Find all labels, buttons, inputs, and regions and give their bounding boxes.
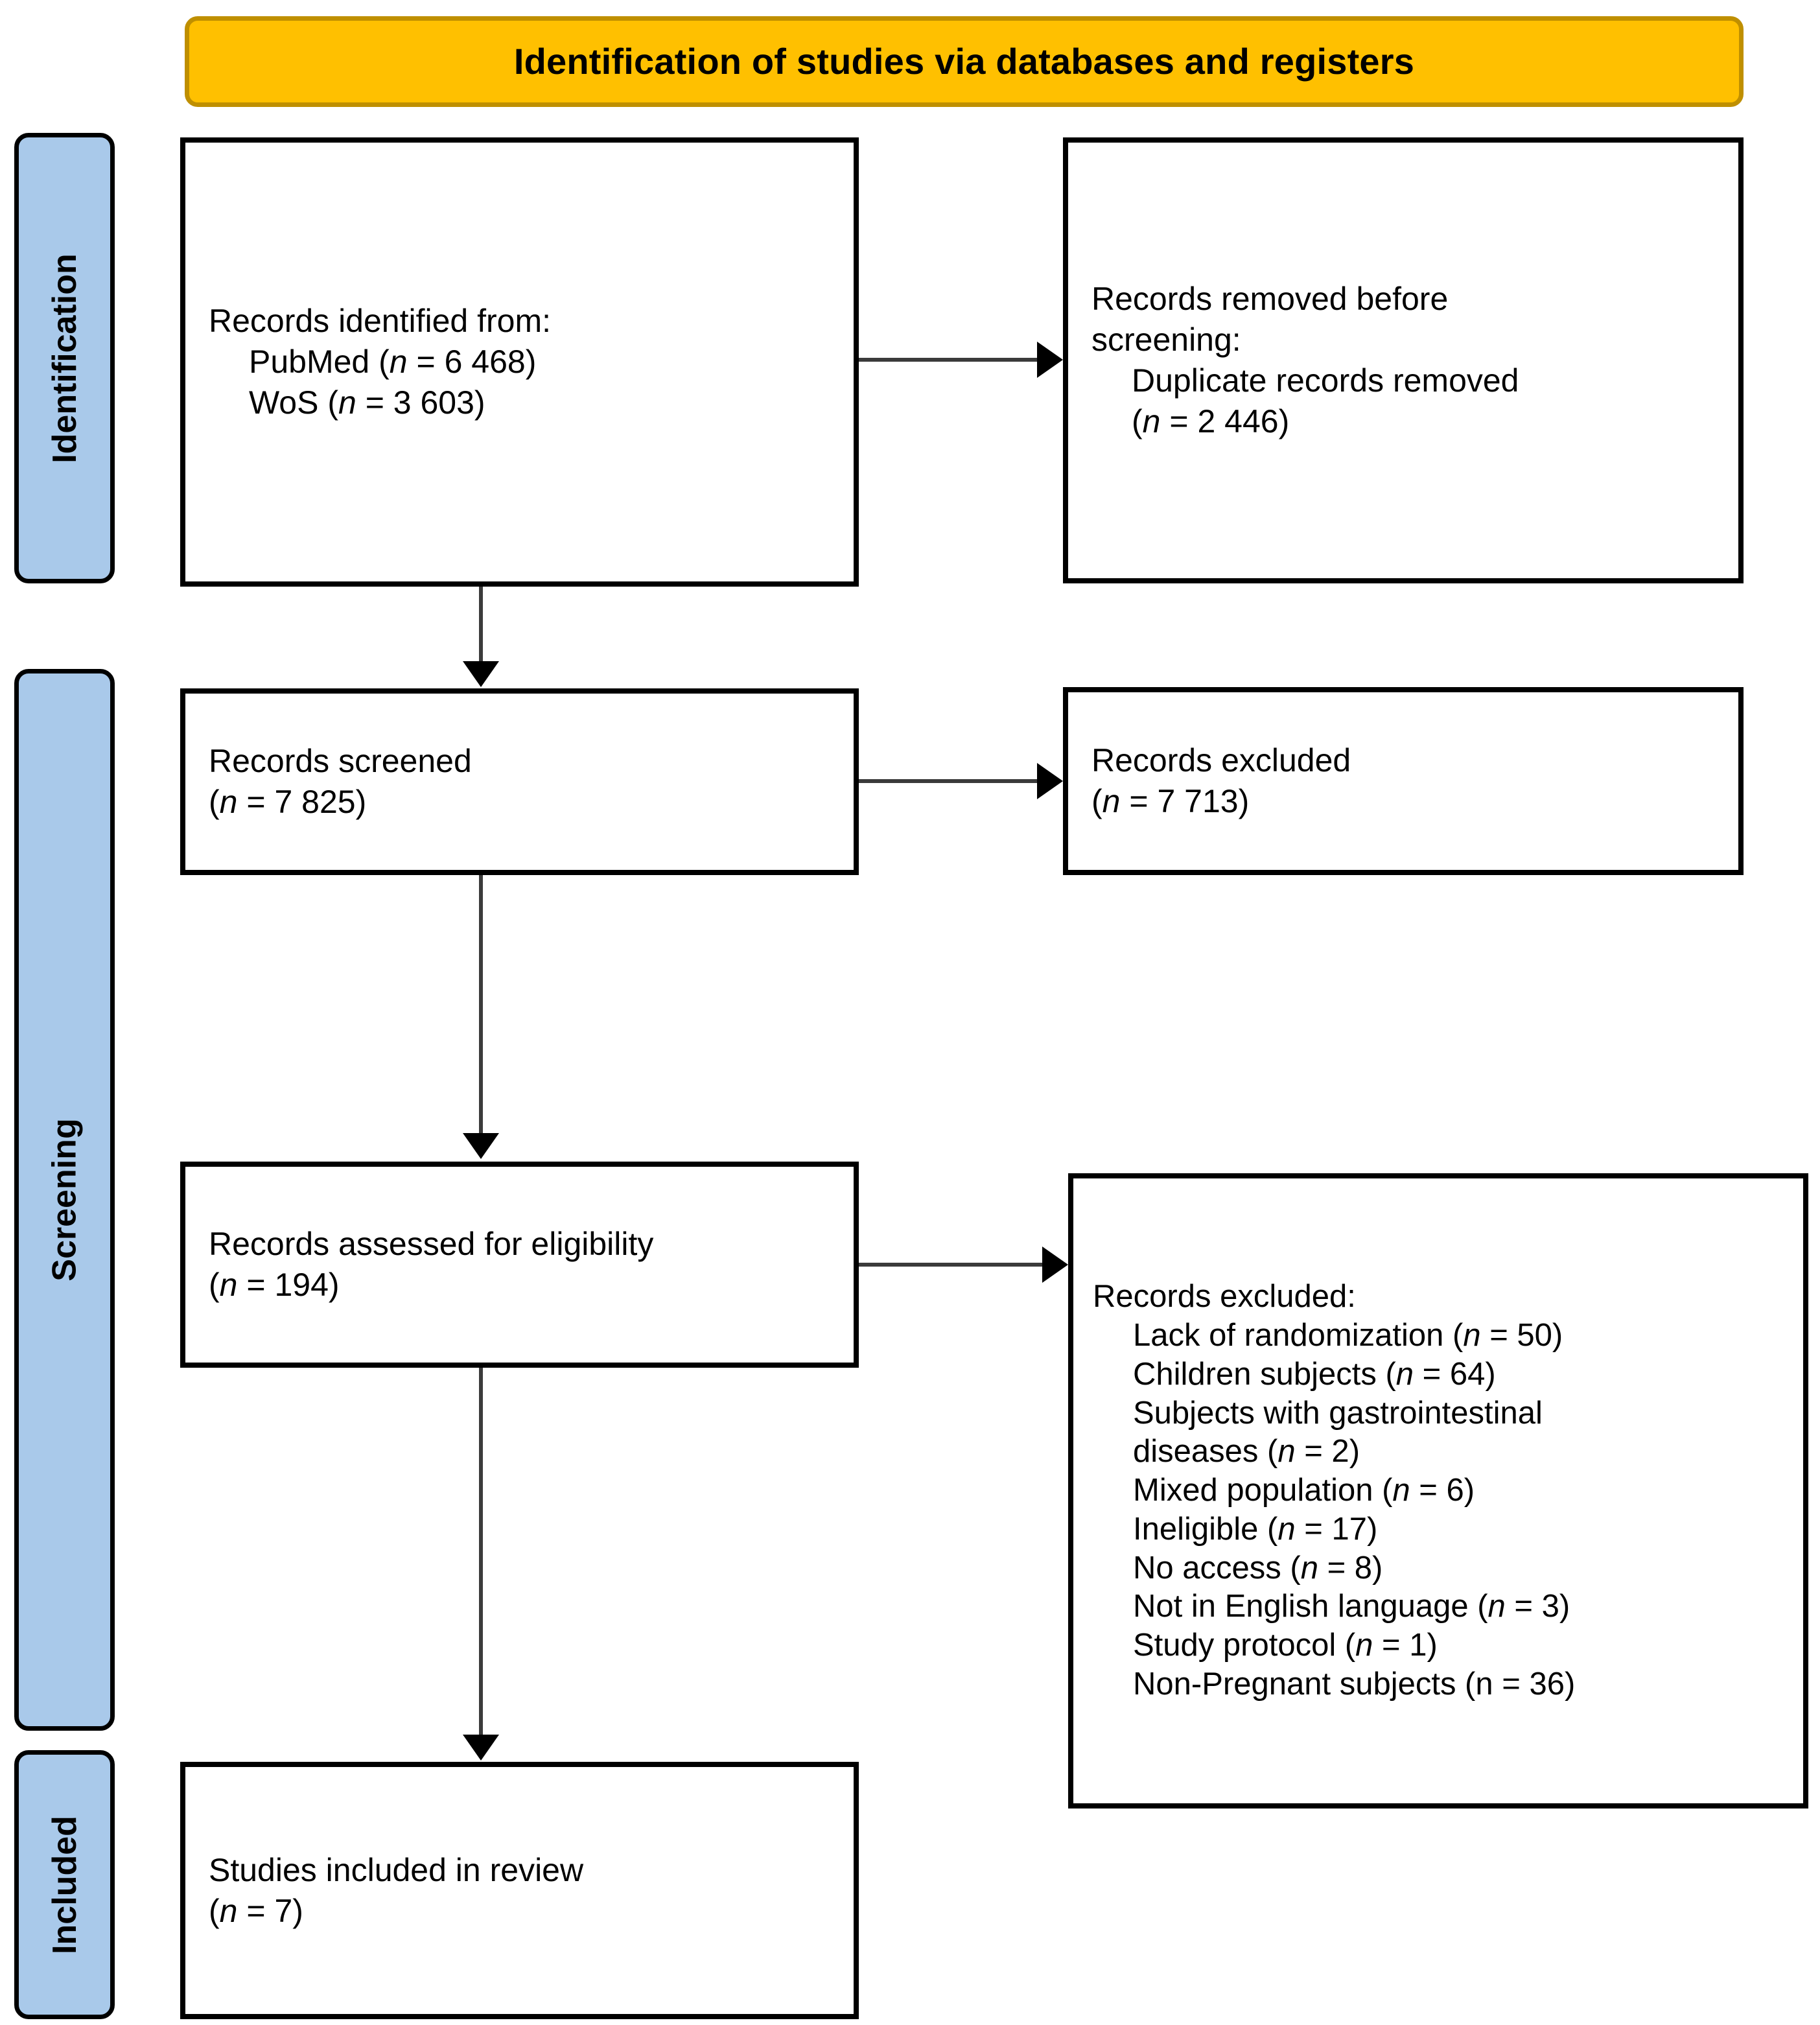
stage-label-screening: Screening [14,669,115,1731]
exclusion-reason-mixed-population: Mixed population (n = 6) [1093,1471,1784,1510]
wos-count: = 3 603) [356,384,485,421]
box-records-screened: Records screened (n = 7 825) [180,688,859,875]
r2-n-italic: n [1395,1356,1414,1392]
stage-label-included: Included [14,1750,115,2019]
exclusion-reason-ineligible: Ineligible (n = 17) [1093,1510,1784,1549]
r9-n-italic: n [1355,1628,1373,1663]
pubmed-count: = 6 468) [407,344,537,380]
r4-value: = 2) [1295,1434,1360,1469]
connector-identified-to-screened-arrowhead [463,661,499,687]
diagram-header-banner: Identification of studies via databases … [185,16,1744,107]
exclusion-reason-no-access: No access (n = 8) [1093,1549,1784,1588]
included-count-value: = 7) [237,1892,303,1929]
box-records-assessed-for-eligibility: Records assessed for eligibility (n = 19… [180,1162,859,1368]
connector-screened-to-assessed-arrowhead [463,1133,499,1159]
included-paren-open: ( [209,1892,220,1929]
records-identified-title: Records identified from: [209,303,552,339]
connector-identified-to-removed-line [859,358,1040,362]
r4-text: diseases ( [1133,1434,1278,1469]
exclusion-reason-children-subjects: Children subjects (n = 64) [1093,1355,1784,1394]
exclusion-reason-gastrointestinal-line1: Subjects with gastrointestinal [1133,1395,1543,1431]
screened-count-value: = 7 825) [237,784,367,820]
r7-n-italic: n [1300,1550,1318,1586]
exclusion-reason-study-protocol: Study protocol (n = 1) [1093,1626,1784,1665]
studies-included-title: Studies included in review [209,1851,584,1888]
r2-value: = 64) [1414,1356,1496,1392]
r1-n-italic: n [1463,1318,1481,1353]
screened-paren-open: ( [209,784,220,820]
connector-identified-to-screened-line [479,587,483,663]
stage-label-identification-text: Identification [45,253,84,463]
pubmed-n-italic: n [389,344,408,380]
excluded-paren-open: ( [1091,783,1102,819]
r8-value: = 3) [1505,1589,1570,1624]
records-screened-count: (n = 7 825) [209,782,830,823]
r7-value: = 8) [1318,1550,1383,1586]
exclusion-reason-non-pregnant-subjects: Non-Pregnant subjects (n = 36) [1133,1666,1576,1702]
r9-text: Study protocol ( [1133,1628,1356,1663]
records-removed-title-line1: Records removed before [1091,281,1449,317]
dup-paren-open: ( [1132,403,1143,439]
excluded-n-italic: n [1102,783,1121,819]
dup-count-value: = 2 446) [1160,403,1290,439]
exclusion-reason-not-in-english: Not in English language (n = 3) [1093,1587,1784,1626]
r8-text: Not in English language ( [1133,1589,1488,1624]
records-screened-title: Records screened [209,743,472,779]
assessed-paren-open: ( [209,1267,220,1303]
r6-text: Ineligible ( [1133,1511,1278,1547]
header-title: Identification of studies via databases … [513,41,1415,82]
r8-n-italic: n [1488,1589,1506,1624]
r5-n-italic: n [1392,1473,1410,1508]
records-removed-title-line2: screening: [1091,322,1241,358]
stage-label-identification: Identification [14,133,115,583]
connector-identified-to-removed-arrowhead [1037,342,1063,378]
stage-label-screening-text: Screening [45,1118,84,1282]
r2-text: Children subjects ( [1133,1356,1396,1392]
r6-value: = 17) [1295,1511,1378,1547]
connector-assessed-to-exclusion-list-line [859,1263,1045,1267]
screened-n-italic: n [219,784,238,820]
box-records-removed-before-screening: Records removed before screening: Duplic… [1063,137,1744,583]
records-excluded-title: Records excluded [1091,742,1351,778]
wos-n-italic: n [338,384,356,421]
wos-label: WoS ( [249,384,338,421]
records-assessed-count: (n = 194) [209,1265,830,1305]
r5-text: Mixed population ( [1133,1473,1393,1508]
box-records-excluded: Records excluded (n = 7 713) [1063,687,1744,875]
assessed-n-italic: n [219,1267,238,1303]
r6-n-italic: n [1278,1511,1296,1547]
exclusion-reason-gastrointestinal-line2: diseases (n = 2) [1093,1433,1784,1471]
pubmed-label: PubMed ( [249,344,390,380]
r1-value: = 50) [1480,1318,1563,1353]
exclusion-list-title: Records excluded: [1093,1279,1356,1315]
connector-screened-to-assessed-line [479,875,483,1134]
connector-screened-to-excluded-arrowhead [1037,763,1063,799]
records-excluded-count: (n = 7 713) [1091,781,1715,822]
r4-n-italic: n [1278,1434,1296,1469]
stage-label-included-text: Included [45,1815,84,1954]
connector-screened-to-excluded-line [859,779,1040,783]
box-studies-included-in-review: Studies included in review (n = 7) [180,1762,859,2019]
included-n-italic: n [219,1892,238,1929]
assessed-count-value: = 194) [237,1267,340,1303]
box-records-excluded-reasons: Records excluded: Lack of randomization … [1068,1173,1808,1808]
records-assessed-title: Records assessed for eligibility [209,1226,654,1262]
r9-value: = 1) [1373,1628,1438,1663]
duplicate-records-removed-label: Duplicate records removed [1132,362,1519,399]
records-identified-wos: WoS (n = 3 603) [209,382,830,423]
exclusion-reason-lack-of-randomization: Lack of randomization (n = 50) [1093,1317,1784,1355]
excluded-count-value: = 7 713) [1120,783,1250,819]
r7-text: No access ( [1133,1550,1301,1586]
duplicate-records-removed-count: (n = 2 446) [1091,401,1715,442]
connector-assessed-to-exclusion-list-arrowhead [1042,1247,1068,1283]
connector-assessed-to-included-line [479,1368,483,1736]
dup-n-italic: n [1142,403,1161,439]
studies-included-count: (n = 7) [209,1891,830,1932]
r1-text: Lack of randomization ( [1133,1318,1464,1353]
connector-assessed-to-included-arrowhead [463,1735,499,1761]
r5-value: = 6) [1410,1473,1475,1508]
box-records-identified: Records identified from: PubMed (n = 6 4… [180,137,859,587]
records-identified-pubmed: PubMed (n = 6 468) [209,342,830,382]
